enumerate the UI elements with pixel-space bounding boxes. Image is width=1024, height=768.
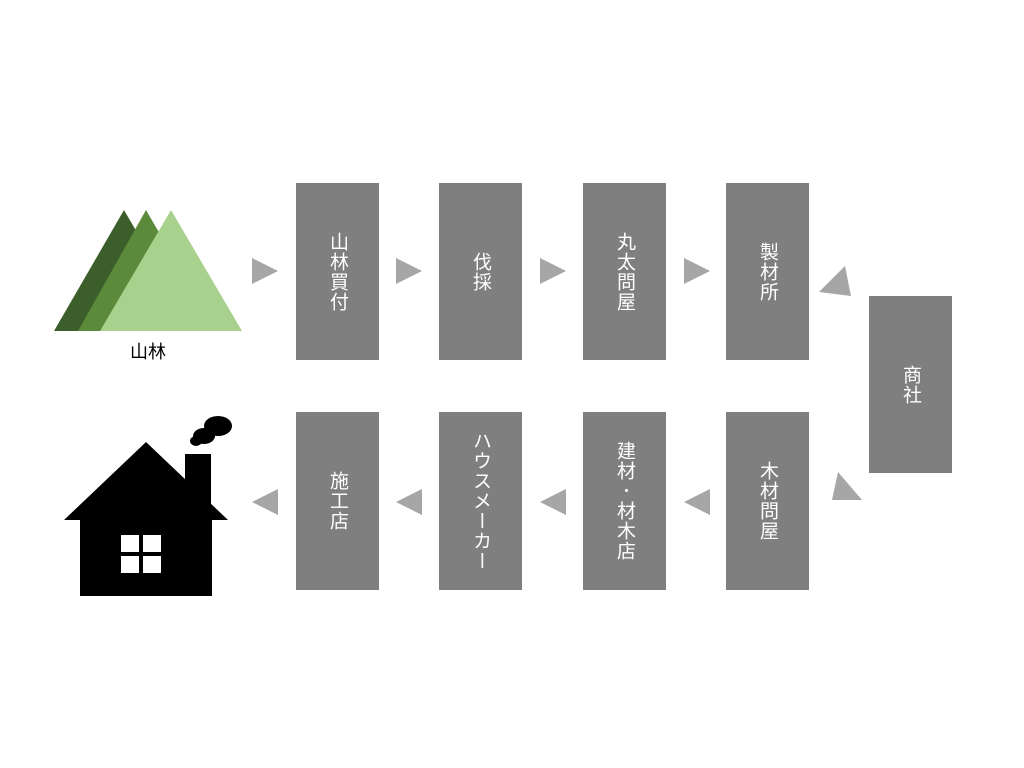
node-building-material-store: 建材･材木店	[583, 412, 666, 590]
node-contractor: 施工店	[296, 412, 379, 590]
node-timber-wholesaler: 木材問屋	[726, 412, 809, 590]
node-purchase: 山林買付	[296, 183, 379, 360]
node-house-maker-label: ハウスメーカー	[470, 431, 492, 571]
arrow-forest-to-purchase	[252, 258, 278, 284]
node-logging: 伐採	[439, 183, 522, 360]
node-trading-company-label: 商社	[900, 364, 922, 405]
node-timber-wholesaler-label: 木材問屋	[757, 461, 779, 541]
node-sawmill-label: 製材所	[757, 241, 779, 302]
arrow-contractor-to-house	[252, 489, 278, 515]
node-log-wholesaler: 丸太問屋	[583, 183, 666, 360]
arrow-timber-wholesaler-to-material-store	[684, 489, 710, 515]
node-log-wholesaler-label: 丸太問屋	[614, 231, 636, 312]
house-icon	[64, 416, 232, 596]
node-trading-company: 商社	[869, 296, 952, 473]
node-building-material-store-label: 建材･材木店	[614, 441, 636, 561]
node-purchase-label: 山林買付	[327, 231, 349, 312]
arrow-logging-to-log-wholesaler	[540, 258, 566, 284]
forest-label: 山林	[130, 342, 166, 363]
node-logging-label: 伐採	[470, 251, 492, 292]
arrow-trading-to-sawmill	[819, 266, 851, 296]
mountain-icon	[54, 210, 242, 331]
arrow-trading-to-timber-wholesaler	[832, 472, 862, 500]
arrow-material-store-to-house-maker	[540, 489, 566, 515]
node-contractor-label: 施工店	[327, 471, 349, 531]
node-sawmill: 製材所	[726, 183, 809, 360]
arrow-log-wholesaler-to-sawmill	[684, 258, 710, 284]
arrow-purchase-to-logging	[396, 258, 422, 284]
node-house-maker: ハウスメーカー	[439, 412, 522, 590]
arrow-house-maker-to-contractor	[396, 489, 422, 515]
